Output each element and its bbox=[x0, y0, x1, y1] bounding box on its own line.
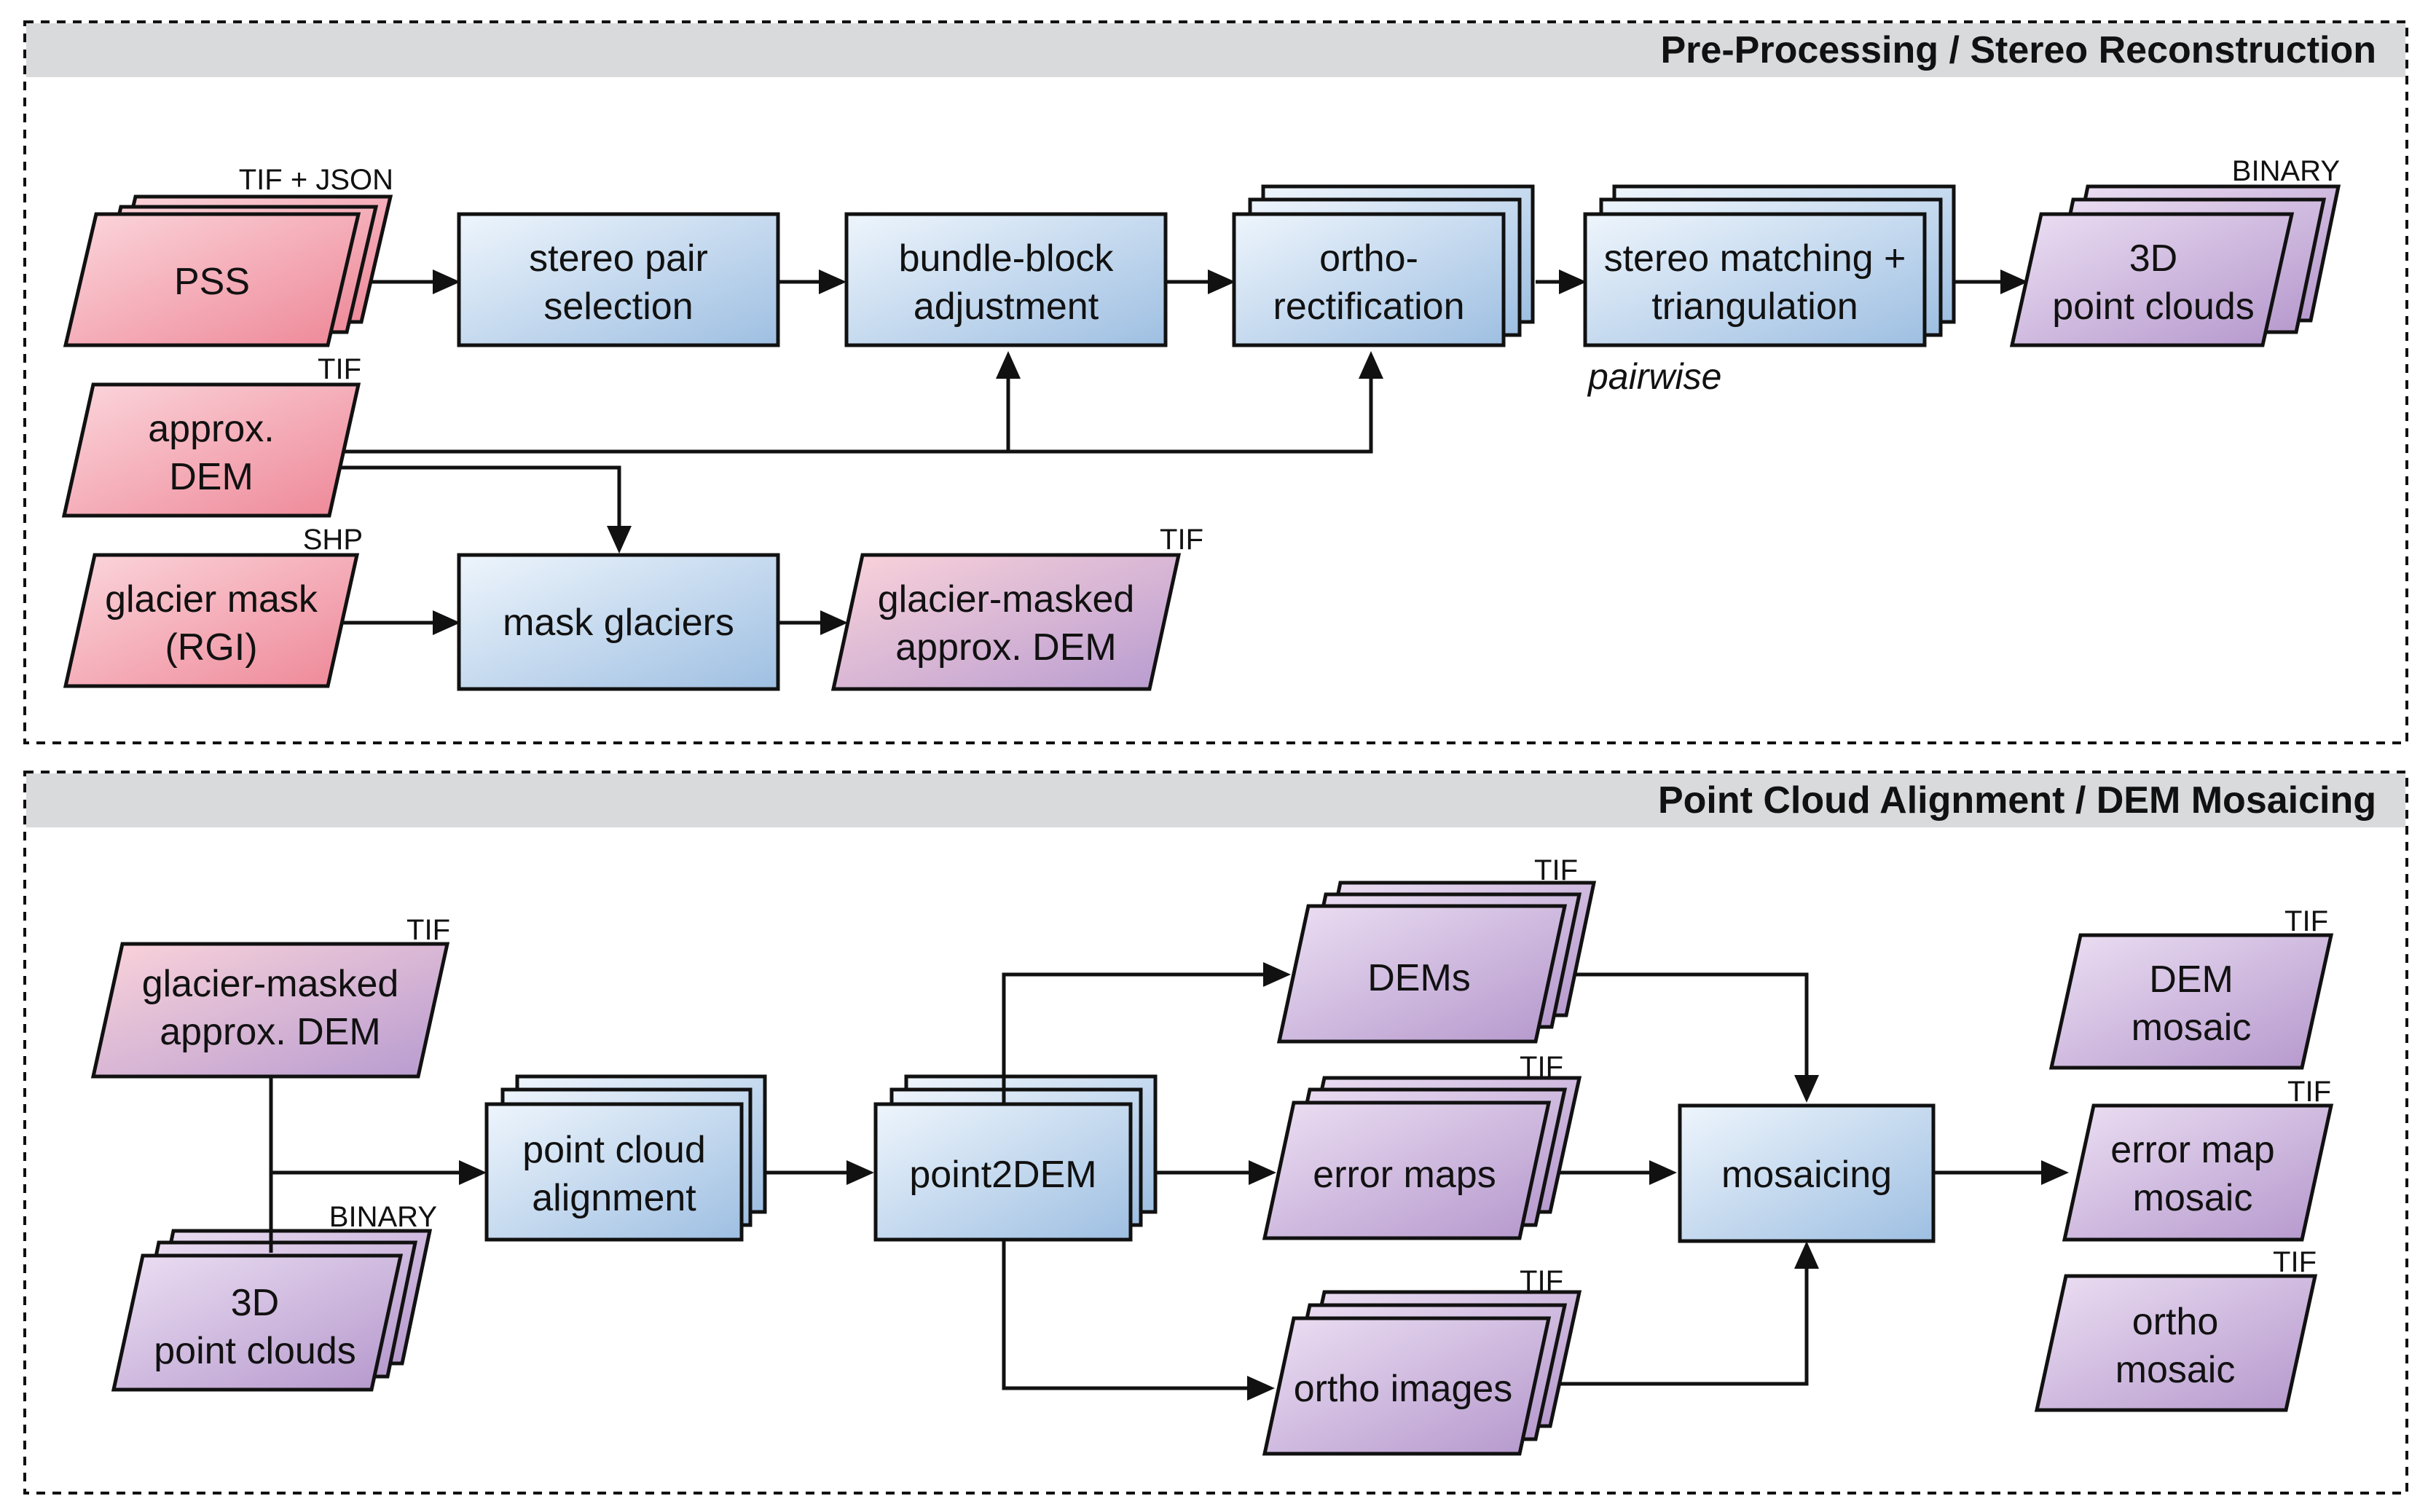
node-error-map-mosaic: error map mosaic TIF bbox=[2062, 1076, 2334, 1242]
node-dems-label: DEMs bbox=[1367, 957, 1471, 999]
node-error-maps-tag: TIF bbox=[1520, 1051, 1563, 1083]
node-masked-dem-bottom: glacier-masked approx. DEM TIF bbox=[90, 914, 450, 1079]
node-dem-mosaic: DEM mosaic TIF bbox=[2048, 905, 2334, 1070]
node-mask-glaciers: mask glaciers bbox=[457, 553, 780, 691]
top-edges bbox=[337, 269, 2028, 635]
node-dem-mosaic-tag: TIF bbox=[2284, 905, 2328, 937]
node-point2dem: point2DEM bbox=[873, 1074, 1158, 1242]
node-error-mosaic-line1: error map bbox=[2110, 1129, 2274, 1171]
node-error-mosaic-line2: mosaic bbox=[2133, 1177, 2253, 1219]
node-point-clouds-top: 3D point clouds BINARY bbox=[2009, 155, 2341, 347]
node-stereo-matching-line2: triangulation bbox=[1651, 286, 1858, 328]
node-alignment-line1: point cloud bbox=[522, 1129, 706, 1171]
section-title-alignment: Point Cloud Alignment / DEM Mosaicing bbox=[1658, 779, 2376, 822]
node-masked-dem-top: glacier-masked approx. DEM TIF bbox=[830, 524, 1203, 691]
node-point-cloud-alignment: point cloud alignment bbox=[484, 1074, 767, 1242]
node-dem-mosaic-line2: mosaic bbox=[2132, 1007, 2252, 1049]
node-glacier-mask-tag: SHP bbox=[303, 524, 363, 556]
node-bundle-line2: adjustment bbox=[914, 286, 1099, 328]
node-glacier-mask: glacier mask (RGI) SHP bbox=[63, 524, 363, 688]
node-dems: DEMs TIF bbox=[1276, 854, 1597, 1044]
node-error-maps: error maps TIF bbox=[1262, 1051, 1582, 1240]
node-point-clouds-top-line1: 3D bbox=[2129, 237, 2177, 280]
node-ortho-rectification: ortho- rectification bbox=[1232, 184, 1535, 347]
node-ortho-line1: ortho- bbox=[1319, 237, 1418, 280]
node-point-clouds-bottom-line2: point clouds bbox=[154, 1330, 356, 1372]
node-point-clouds-bottom: 3D point clouds BINARY bbox=[111, 1201, 437, 1392]
node-point-clouds-bottom-line1: 3D bbox=[231, 1282, 279, 1324]
node-masked-dem-top-line1: glacier-masked bbox=[878, 578, 1135, 621]
node-ortho-images-label: ortho images bbox=[1294, 1368, 1513, 1410]
node-masked-dem-top-line2: approx. DEM bbox=[895, 626, 1116, 669]
node-approx-dem-line1: approx. bbox=[148, 408, 274, 450]
node-dems-tag: TIF bbox=[1534, 854, 1578, 886]
node-approx-dem-line2: DEM bbox=[169, 456, 254, 498]
node-approx-dem-tag: TIF bbox=[318, 353, 361, 385]
node-mask-glaciers-label: mask glaciers bbox=[503, 602, 734, 644]
node-stereo-matching-line1: stereo matching + bbox=[1604, 237, 1906, 280]
node-masked-dem-bottom-tag: TIF bbox=[406, 914, 450, 946]
node-point-clouds-bottom-tag: BINARY bbox=[329, 1201, 437, 1233]
node-glacier-mask-line1: glacier mask bbox=[105, 578, 318, 621]
node-masked-dem-bottom-line2: approx. DEM bbox=[160, 1011, 380, 1053]
node-error-mosaic-tag: TIF bbox=[2287, 1076, 2331, 1108]
node-error-maps-label: error maps bbox=[1313, 1154, 1496, 1196]
node-ortho-mosaic: ortho mosaic TIF bbox=[2034, 1246, 2318, 1412]
node-mosaicing-label: mosaicing bbox=[1721, 1154, 1892, 1196]
node-pss-tag: TIF + JSON bbox=[239, 164, 393, 196]
node-stereo-pair-line1: stereo pair bbox=[529, 237, 708, 280]
section-alignment: Point Cloud Alignment / DEM Mosaicing bbox=[23, 771, 2408, 1495]
section-title-preprocessing: Pre-Processing / Stereo Reconstruction bbox=[1661, 29, 2377, 71]
node-ortho-mosaic-line1: ortho bbox=[2132, 1301, 2219, 1343]
node-pss: PSS TIF + JSON bbox=[63, 164, 393, 347]
node-stereo-matching: stereo matching + triangulation pairwise bbox=[1583, 184, 1956, 397]
node-point-clouds-top-tag: BINARY bbox=[2232, 155, 2340, 187]
node-masked-dem-bottom-line1: glacier-masked bbox=[142, 963, 399, 1005]
node-bundle-line1: bundle-block bbox=[899, 237, 1115, 280]
node-ortho-images-tag: TIF bbox=[1520, 1265, 1563, 1297]
node-point2dem-label: point2DEM bbox=[909, 1154, 1096, 1196]
node-pss-label: PSS bbox=[174, 261, 250, 303]
node-glacier-mask-line2: (RGI) bbox=[165, 626, 257, 669]
node-approx-dem: approx. DEM TIF bbox=[61, 353, 361, 518]
node-point-clouds-top-line2: point clouds bbox=[2052, 286, 2255, 328]
node-stereo-pair-selection: stereo pair selection bbox=[457, 212, 780, 347]
node-ortho-images: ortho images TIF bbox=[1262, 1265, 1582, 1456]
node-ortho-mosaic-line2: mosaic bbox=[2115, 1349, 2236, 1391]
node-bundle-block-adjustment: bundle-block adjustment bbox=[844, 212, 1168, 347]
node-masked-dem-top-tag: TIF bbox=[1160, 524, 1203, 556]
node-alignment-line2: alignment bbox=[532, 1177, 696, 1219]
section-preprocessing: Pre-Processing / Stereo Reconstruction bbox=[23, 20, 2408, 744]
node-dem-mosaic-line1: DEM bbox=[2149, 958, 2233, 1001]
node-ortho-line2: rectification bbox=[1273, 286, 1465, 328]
node-mosaicing: mosaicing bbox=[1678, 1103, 1936, 1243]
node-stereo-matching-note: pairwise bbox=[1587, 356, 1721, 397]
node-ortho-mosaic-tag: TIF bbox=[2273, 1246, 2317, 1278]
node-stereo-pair-line2: selection bbox=[543, 286, 693, 328]
